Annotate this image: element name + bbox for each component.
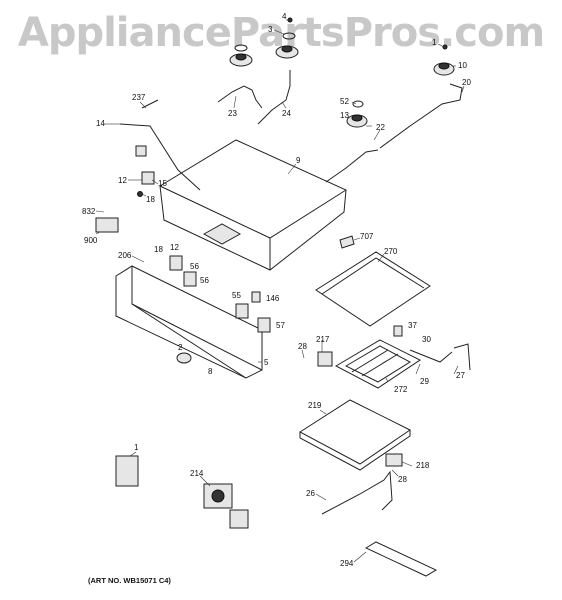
part-label: 23	[228, 109, 237, 118]
tube-20	[379, 83, 463, 149]
valve-56	[183, 271, 197, 287]
part-label: 4	[282, 12, 287, 21]
part-label: 900	[84, 236, 98, 245]
part-label: 14	[96, 119, 105, 128]
part-label: 12	[118, 176, 127, 185]
part-label: 237	[132, 93, 146, 102]
part-label: 707	[360, 232, 374, 241]
part-label: 13	[340, 111, 349, 120]
part-label: 218	[416, 461, 430, 470]
part-label: 294	[340, 559, 354, 568]
part-label: 1	[134, 443, 139, 452]
part-label: 28	[398, 475, 407, 484]
knob-2	[176, 352, 192, 364]
part-label: 270	[384, 247, 398, 256]
part-label: 217	[316, 335, 330, 344]
tube-14	[119, 123, 201, 191]
tube-27	[453, 343, 471, 371]
valve-12	[169, 255, 183, 271]
burner-box-9	[159, 139, 347, 271]
broil-burner-272	[334, 339, 421, 389]
part-label: 20	[462, 78, 471, 87]
part-label: 28	[298, 342, 307, 351]
part-label: 1	[432, 38, 437, 47]
part-label: 8	[208, 367, 213, 376]
part-label: 10	[458, 61, 467, 70]
part-label: 27	[456, 371, 465, 380]
burner-top-left	[229, 44, 253, 67]
part-label: 56	[200, 276, 209, 285]
part-label: 22	[376, 123, 385, 132]
part-707	[339, 235, 355, 249]
part-146	[251, 291, 261, 303]
regulator-214	[203, 483, 249, 529]
bake-burner-26	[321, 470, 393, 515]
part-label: 146	[266, 294, 280, 303]
part-label: 2	[178, 343, 183, 352]
tube-30	[409, 349, 453, 363]
shield-270	[315, 251, 431, 327]
burner-top-right	[433, 44, 455, 76]
tube-24	[257, 70, 291, 125]
valve-12-top	[141, 171, 155, 185]
manifold-5	[115, 265, 263, 379]
booklet-1	[115, 455, 139, 487]
part-label: 9	[296, 156, 301, 165]
igniter-217	[317, 351, 333, 367]
clip-14	[135, 145, 147, 157]
part-label: 18	[154, 245, 163, 254]
igniter-218	[385, 453, 403, 467]
burner-top-center	[275, 17, 299, 59]
part-label: 24	[282, 109, 291, 118]
part-37	[393, 325, 403, 337]
art-number: (ART NO. WB15071 C4)	[88, 576, 171, 585]
burner-mid-right	[346, 100, 368, 128]
part-label: 37	[408, 321, 417, 330]
part-label: 219	[308, 401, 322, 410]
part-label: 5	[264, 358, 269, 367]
part-label: 29	[420, 377, 429, 386]
part-label: 55	[232, 291, 241, 300]
part-900	[95, 217, 119, 233]
part-label: 30	[422, 335, 431, 344]
part-label: 52	[340, 97, 349, 106]
part-label: 15	[158, 179, 167, 188]
part-label: 206	[118, 251, 132, 260]
part-label: 26	[306, 489, 315, 498]
part-label: 832	[82, 207, 96, 216]
tube-23	[217, 85, 263, 109]
tube-22	[325, 149, 379, 183]
part-label: 56	[190, 262, 199, 271]
bracket-294	[364, 541, 438, 577]
part-label: 57	[276, 321, 285, 330]
part-label: 214	[190, 469, 204, 478]
plate-219	[299, 399, 411, 471]
part-label: 3	[268, 25, 273, 34]
part-label: 18	[146, 195, 155, 204]
valve-55	[235, 303, 249, 319]
valve-57	[257, 317, 271, 333]
part-label: 272	[394, 385, 408, 394]
part-label: 12	[170, 243, 179, 252]
